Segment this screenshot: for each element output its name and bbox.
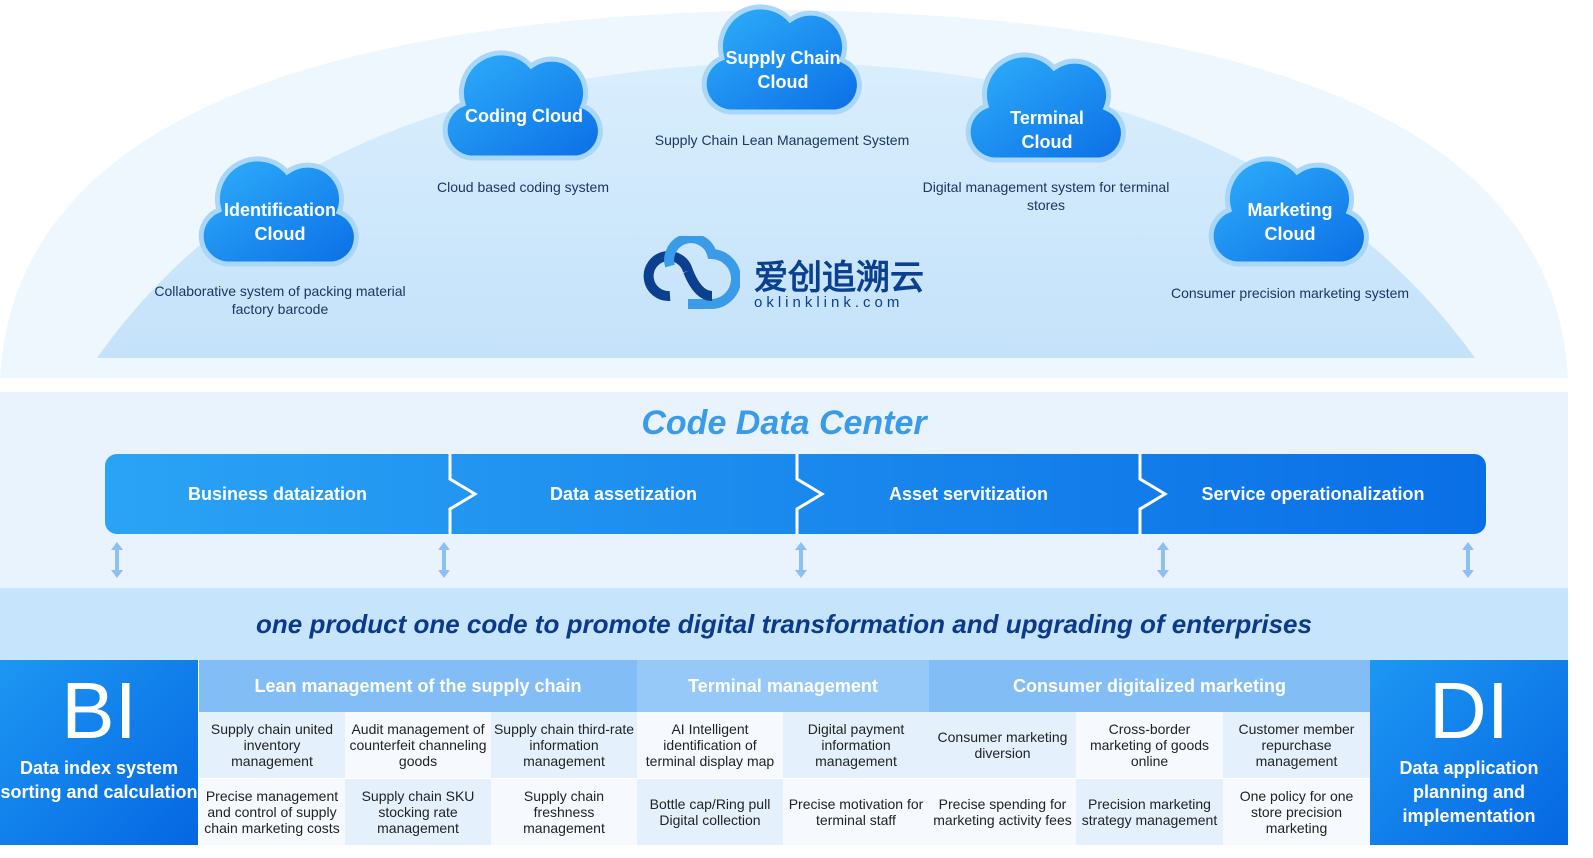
cloud-icon bbox=[701, 4, 862, 115]
capability-cell: Digital payment information management bbox=[783, 712, 929, 778]
cloud-1: Coding Cloud bbox=[441, 46, 607, 164]
stage-data-assetization: Data assetization bbox=[549, 483, 698, 504]
double-arrow-icon bbox=[795, 542, 807, 578]
center-title: Code Data Center bbox=[641, 404, 927, 442]
capability-cell: Customer member repurchase management bbox=[1223, 712, 1370, 778]
double-arrow-icon bbox=[438, 542, 450, 578]
capability-cell: Supply chain SKU stocking rate managemen… bbox=[345, 779, 491, 845]
logo-name: 爱创追溯云 bbox=[754, 259, 924, 297]
capability-cell: Audit management of counterfeit channeli… bbox=[345, 712, 491, 778]
dome-background bbox=[0, 10, 1568, 378]
logo: 爱创追溯云 oklinklink.com bbox=[640, 236, 940, 316]
cloud-title: Marketing Cloud bbox=[1247, 200, 1333, 244]
cloud-icon bbox=[198, 156, 359, 267]
capability-cell: Bottle cap/Ring pull Digital collection bbox=[637, 779, 783, 845]
bi-panel: BI Data index system sorting and calcula… bbox=[0, 660, 198, 845]
double-arrow-icon bbox=[111, 542, 123, 578]
capability-cell: Supply chain freshness management bbox=[491, 779, 637, 845]
logo-domain: oklinklink.com bbox=[754, 294, 904, 311]
capability-cell: Consumer marketing diversion bbox=[929, 712, 1076, 778]
cloud-4: Marketing Cloud bbox=[1207, 152, 1373, 270]
stage-asset-servitization: Asset servitization bbox=[888, 483, 1049, 504]
capability-cell: Precise motivation for terminal staff bbox=[783, 779, 929, 845]
bi-label: Data index system sorting and calculatio… bbox=[0, 758, 198, 802]
cloud-icon bbox=[965, 52, 1126, 163]
stage-service-operationalization: Service operationalization bbox=[1201, 483, 1425, 504]
di-label: Data application planning and implementa… bbox=[1399, 758, 1539, 826]
cloud-icon bbox=[442, 50, 603, 161]
capability-cell: AI Intelligent identification of termina… bbox=[637, 712, 783, 778]
cloud-description: Cloud based coding system bbox=[437, 179, 609, 195]
capability-cell: Supply chain third-rate information mana… bbox=[491, 712, 637, 778]
capability-cell: Cross-border marketing of goods online bbox=[1076, 712, 1223, 778]
capability-cell: Supply chain united inventory management bbox=[199, 712, 345, 778]
cloud-0: Identification Cloud bbox=[197, 152, 363, 270]
slogan: one product one code to promote digital … bbox=[0, 588, 1568, 660]
cloud-icon bbox=[1208, 156, 1369, 267]
section-header: Terminal management bbox=[637, 660, 929, 712]
capability-cell: Precise spending for marketing activity … bbox=[929, 779, 1076, 845]
bi-title: BI bbox=[61, 666, 137, 755]
cloud-2: Supply Chain Cloud bbox=[700, 0, 866, 118]
double-arrow-icon bbox=[1157, 542, 1169, 578]
stage-business-dataization: Business dataization bbox=[187, 483, 368, 504]
cloud-title: Coding Cloud bbox=[465, 106, 583, 126]
stage-separators bbox=[448, 454, 1168, 534]
cloud-3: Terminal Cloud bbox=[964, 48, 1130, 166]
cloud-title: Terminal Cloud bbox=[1010, 108, 1084, 152]
capability-cell: One policy for one store precision marke… bbox=[1223, 779, 1370, 845]
cloud-description: Supply Chain Lean Management System bbox=[654, 132, 910, 148]
section-header: Consumer digitalized marketing bbox=[929, 660, 1370, 712]
cloud-title: Identification Cloud bbox=[224, 200, 336, 244]
cloud-description: Collaborative system of packing material… bbox=[154, 283, 406, 317]
di-title: DI bbox=[1429, 666, 1509, 755]
cloud-description: Digital management system for terminal s… bbox=[922, 179, 1170, 213]
double-arrow-icon bbox=[1462, 542, 1474, 578]
capability-cell: Precision marketing strategy management bbox=[1076, 779, 1223, 845]
capability-cell: Precise management and control of supply… bbox=[199, 779, 345, 845]
section-header: Lean management of the supply chain bbox=[199, 660, 637, 712]
di-panel: DI Data application planning and impleme… bbox=[1370, 660, 1568, 845]
logo-cloud-icon bbox=[643, 236, 740, 309]
cloud-title: Supply Chain Cloud bbox=[725, 48, 841, 92]
cloud-description: Consumer precision marketing system bbox=[1170, 285, 1410, 301]
